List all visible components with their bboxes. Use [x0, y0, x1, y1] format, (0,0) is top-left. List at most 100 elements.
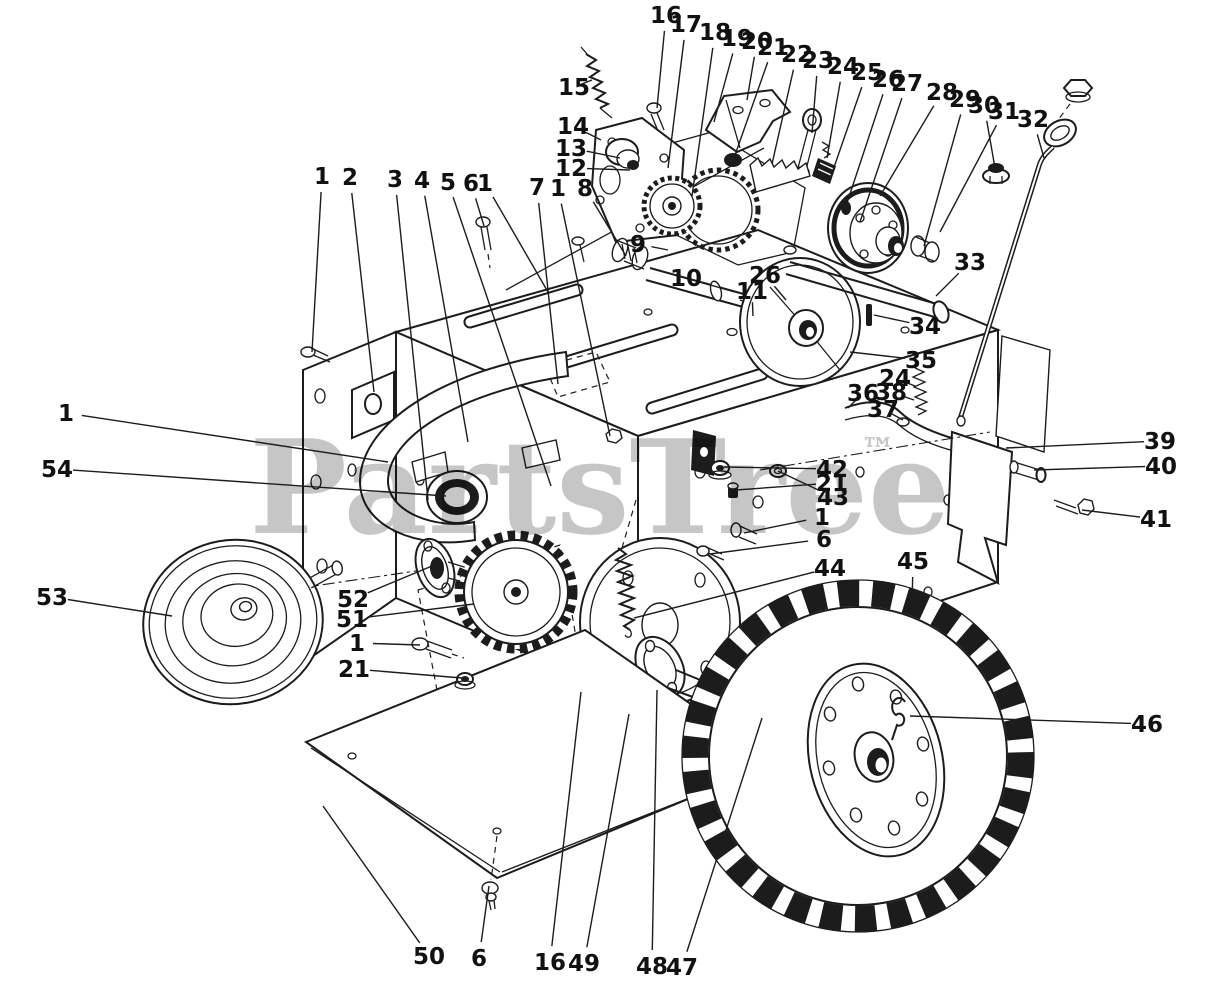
callout-leader-30 [986, 120, 996, 169]
callout-leader-54 [72, 469, 447, 497]
callout-label-12: 12 [555, 156, 587, 182]
callout-leader-39 [1005, 441, 1145, 449]
splined-roller [611, 237, 649, 271]
transmission-assembly [475, 46, 1095, 585]
callout-label-27: 27 [891, 71, 923, 97]
callout-leader-3 [395, 194, 429, 501]
callout-leader-28 [879, 105, 935, 197]
callout-leader-24 [903, 380, 916, 387]
callout-label-15: 15 [558, 75, 590, 101]
callout-leader-29 [923, 114, 962, 247]
callout-label-21: 21 [338, 657, 370, 683]
callout-leader-44 [633, 571, 815, 619]
callout-leader-27 [859, 97, 903, 223]
callout-label-1: 1 [314, 164, 330, 190]
shift-gate [749, 156, 811, 193]
callout-label-11: 11 [736, 279, 768, 305]
callout-label-46: 46 [1131, 712, 1163, 738]
callout-label-21: 21 [757, 35, 789, 61]
hex-bolt [605, 428, 623, 444]
callout-leader-12 [586, 167, 631, 171]
watermark: PartsTree ™ [249, 411, 950, 564]
callout-leader-32 [1036, 134, 1045, 159]
callout-leader-50 [322, 805, 421, 944]
callout-label-14: 14 [557, 114, 589, 140]
callout-leader-1 [743, 519, 807, 534]
callout-leader-8 [592, 201, 627, 257]
callout-label-44: 44 [814, 556, 846, 582]
callout-label-28: 28 [926, 80, 958, 106]
callout-label-31: 31 [988, 99, 1020, 125]
callout-leader-33 [935, 272, 960, 297]
bearing-housing [411, 439, 561, 524]
callout-label-6: 6 [463, 171, 479, 197]
callout-label-33: 33 [954, 250, 986, 276]
callout-leader-38 [901, 394, 915, 401]
callout-leader-9 [651, 246, 669, 251]
belt-guide-channel [358, 350, 570, 544]
callout-label-19: 19 [721, 26, 753, 52]
friction-disc [739, 257, 861, 387]
callout-label-40: 40 [1145, 454, 1177, 480]
callout-leader-16 [551, 691, 582, 947]
callout-label-30: 30 [968, 93, 1000, 119]
pivot-bracket [946, 430, 1095, 585]
callout-label-16: 16 [650, 3, 682, 29]
wheel-bolt-holes [822, 676, 930, 836]
callout-leader-25 [830, 86, 863, 177]
callout-leader-6 [480, 885, 490, 943]
callout-leader-6 [474, 198, 485, 227]
callout-label-20: 20 [741, 29, 773, 55]
callout-label-41: 41 [1140, 507, 1172, 533]
callout-leader-36 [847, 399, 857, 409]
callout-label-54: 54 [41, 457, 73, 483]
callout-label-2: 2 [342, 165, 358, 191]
callout-leader-52 [367, 565, 433, 594]
callout-label-34: 34 [909, 314, 941, 340]
callout-label-1: 1 [814, 505, 830, 531]
callout-label-21: 21 [816, 471, 848, 497]
callout-leader-42 [723, 466, 817, 470]
callout-label-29: 29 [949, 87, 981, 113]
callout-leader-17 [667, 39, 685, 169]
callout-label-49: 49 [568, 951, 600, 977]
callout-label-25: 25 [851, 60, 883, 86]
spring-38 [911, 367, 929, 416]
knob [724, 153, 742, 167]
watermark-text: PartsTree [249, 411, 950, 564]
callout-label-48: 48 [636, 954, 668, 980]
callout-label-5: 5 [440, 170, 456, 196]
callout-leader-16 [656, 30, 666, 109]
extension-spring-44 [613, 499, 637, 638]
control-rod [956, 79, 1094, 427]
callout-leader-7 [537, 202, 559, 385]
callout-leader-51 [367, 603, 475, 618]
gear-fasteners [411, 637, 476, 690]
callout-leader-53 [67, 598, 173, 617]
screw [300, 346, 331, 363]
watermark-tm-symbol: ™ [861, 431, 895, 471]
callout-leader-1 [311, 191, 322, 353]
drive-pulley [142, 538, 343, 706]
callout-leader-37 [891, 413, 904, 421]
spring-15 [580, 46, 613, 119]
bearing-29 [910, 235, 940, 263]
callout-leader-1 [492, 196, 549, 293]
callout-label-37: 37 [867, 397, 899, 423]
callout-leader-21 [733, 61, 769, 159]
callout-label-32: 32 [1017, 107, 1049, 133]
callout-label-23: 23 [802, 48, 834, 74]
callout-label-39: 39 [1144, 429, 1176, 455]
callout-leader-5 [452, 196, 552, 487]
callout-leader-26 [845, 93, 884, 207]
callout-leader-47 [686, 717, 763, 952]
callout-leader-34 [873, 314, 910, 324]
roll-pin-34 [866, 304, 872, 326]
callout-leader-2 [351, 192, 375, 393]
callout-label-10: 10 [670, 266, 702, 292]
callout-label-24: 24 [827, 54, 859, 80]
callout-leader-26 [773, 285, 787, 301]
callout-label-8: 8 [577, 176, 593, 202]
